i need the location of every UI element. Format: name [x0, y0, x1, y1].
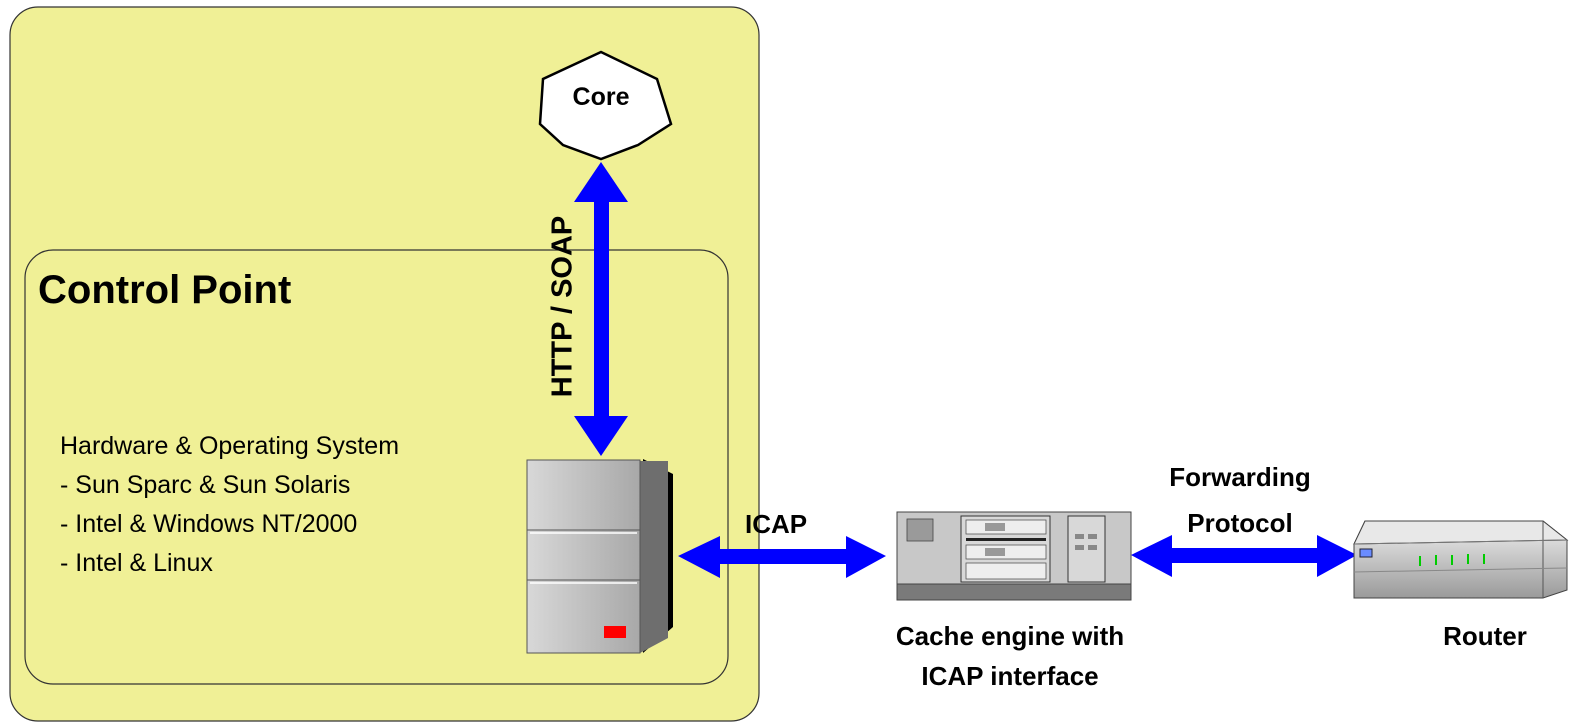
core-heptagon	[538, 50, 673, 161]
server-chassis-icon	[896, 511, 1132, 601]
icap-label: ICAP	[745, 509, 808, 539]
router-icon	[1353, 520, 1569, 599]
control-point-title: Control Point	[38, 268, 292, 312]
router-label: Router	[1443, 621, 1527, 651]
control-point-box	[24, 249, 729, 685]
cache-engine-label-line1: Cache engine with	[895, 621, 1125, 651]
hardware-item: - Sun Sparc & Sun Solaris	[60, 471, 351, 499]
forwarding-label-line2: Protocol	[1187, 508, 1293, 538]
router-status-leds	[1419, 554, 1485, 566]
hardware-heading: Hardware & Operating System	[60, 432, 400, 460]
http-soap-arrow	[574, 162, 628, 456]
forwarding-arrow	[1131, 535, 1357, 577]
server-power-led	[604, 626, 626, 638]
hardware-item: - Intel & Windows NT/2000	[60, 510, 358, 538]
hardware-item: - Intel & Linux	[60, 549, 213, 577]
http-soap-label: HTTP / SOAP	[546, 215, 579, 398]
tower-server-icon	[526, 459, 673, 654]
icap-arrow	[678, 536, 886, 578]
cache-engine-label-line2: ICAP interface	[921, 661, 1099, 691]
core-label: Core	[572, 83, 630, 111]
forwarding-label-line1: Forwarding	[1169, 462, 1311, 492]
